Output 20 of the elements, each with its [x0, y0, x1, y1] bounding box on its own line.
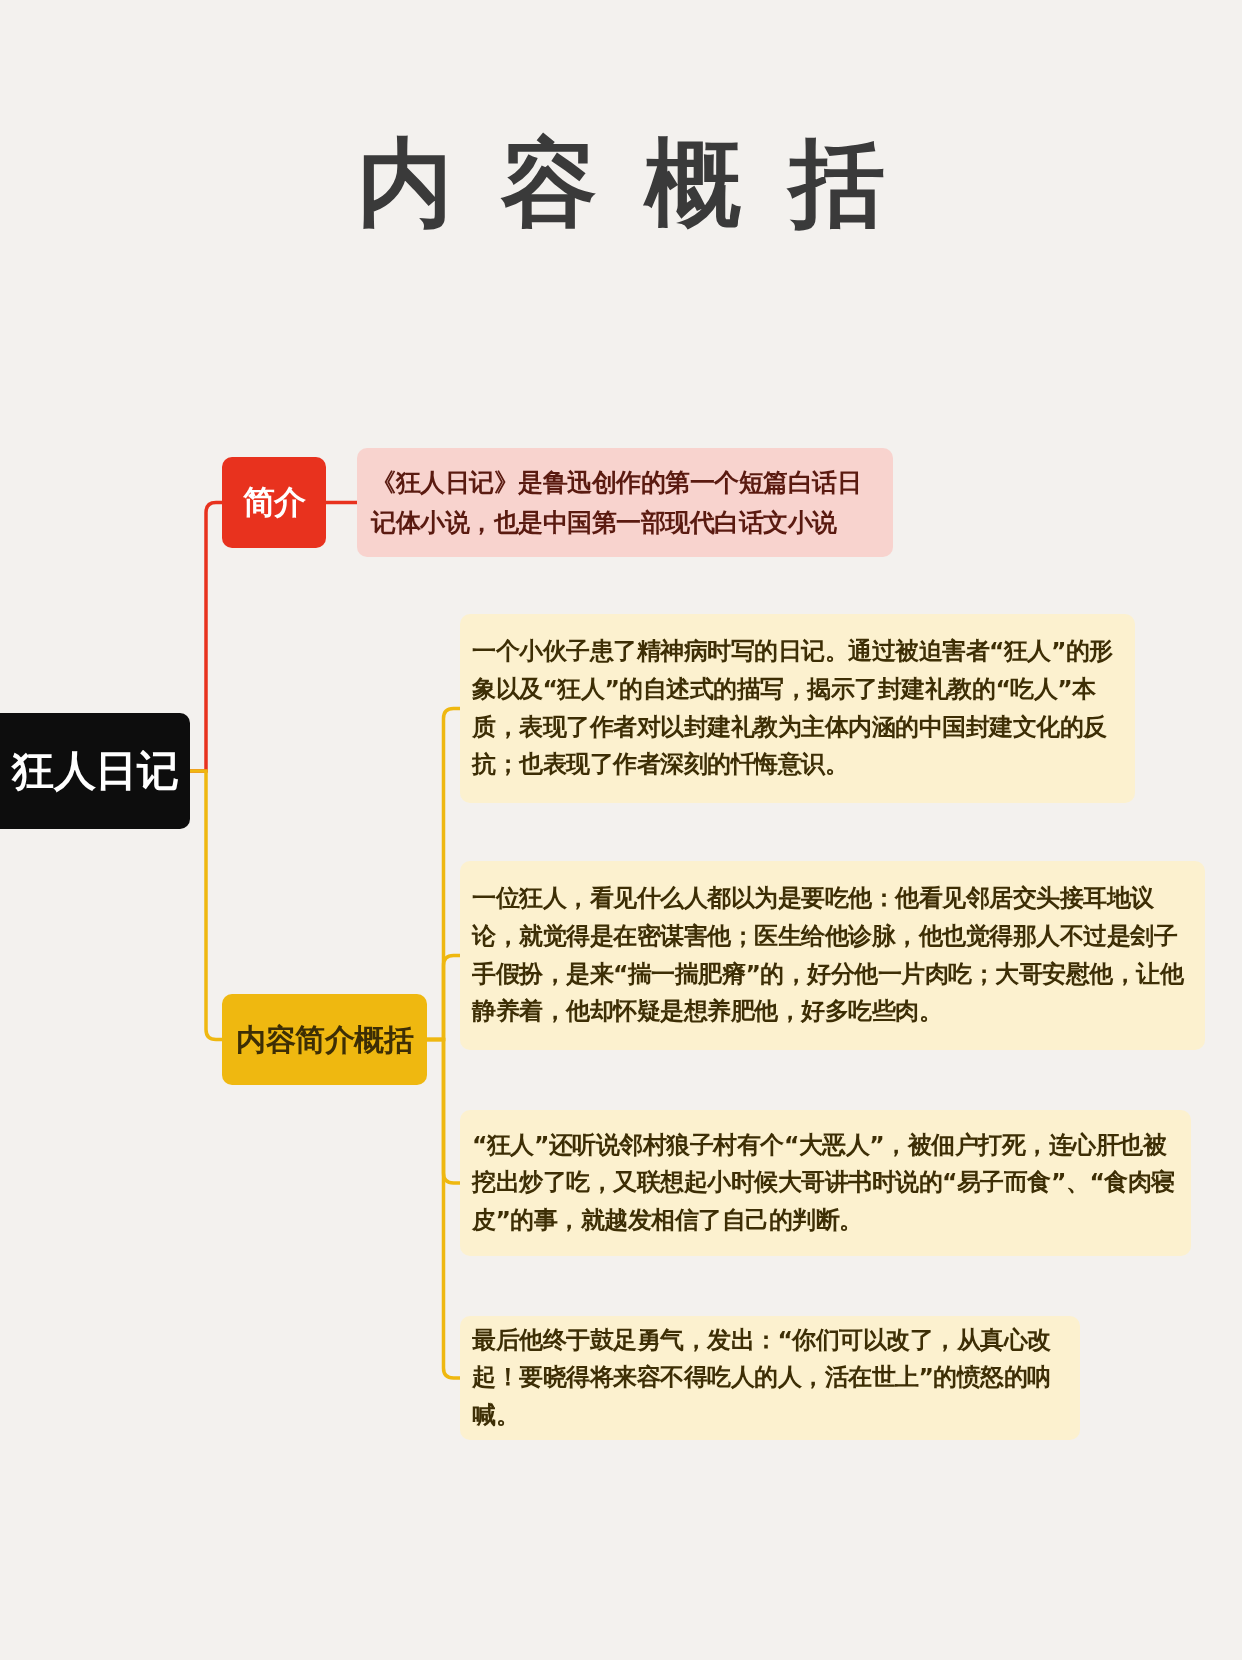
node-text: 一位狂人，看见什么人都以为是要吃他：他看见邻居交头接耳地议论，就觉得是在密谋害他；医生给他诊脉，他也觉得那人不过是刽子手假扮，是来“揣一揣肥瘠”的，好分他一片肉吃；大哥安慰他，让他静养着，他却怀疑是想养肥他，好多吃些肉。	[472, 883, 1185, 1028]
text-card	[460, 1316, 1080, 1440]
text-card	[460, 614, 1135, 803]
text-card	[460, 1110, 1191, 1256]
node-text: 一个小伙子患了精神病时写的日记。通过被迫害者“狂人”的形象以及“狂人”的自述式的描写，揭示了封建礼教的“吃人”本质，表现了作者对以封建礼教为主体内涵的中国封建文化的反抗；也表现了作者深刻的忏悔意识。	[472, 636, 1114, 781]
connector-line	[190, 769, 222, 1042]
title: 内容概括	[356, 126, 934, 241]
root-node	[0, 713, 190, 829]
node-text: “狂人”还听说邻村狼子村有个“大恶人”，被佃户打死，连心肝也被挖出炒了吃，又联想起小时候大哥讲书时说的“易子而食”、“食肉寝皮”的事，就越发相信了自己的判断。	[472, 1129, 1176, 1236]
node-text: 内容简介概括	[236, 1021, 413, 1058]
connector-line	[427, 1037, 460, 1380]
node-text: 狂人日记	[12, 745, 178, 797]
text-card	[357, 448, 893, 557]
node-text: 最后他终于鼓足勇气，发出：“你们可以改了，从真心改起！要晓得将来容不得吃人的人，活在世上”的愤怒的呐喊。	[472, 1324, 1052, 1431]
node-text: 简介	[242, 483, 306, 522]
connector-line	[326, 500, 357, 505]
topic-node	[222, 457, 326, 548]
node-text: 《狂人日记》是鲁迅创作的第一个短篇白话日记体小说，也是中国第一部现代白话文小说	[371, 466, 862, 539]
topic-node	[222, 994, 427, 1085]
text-card	[460, 861, 1205, 1050]
